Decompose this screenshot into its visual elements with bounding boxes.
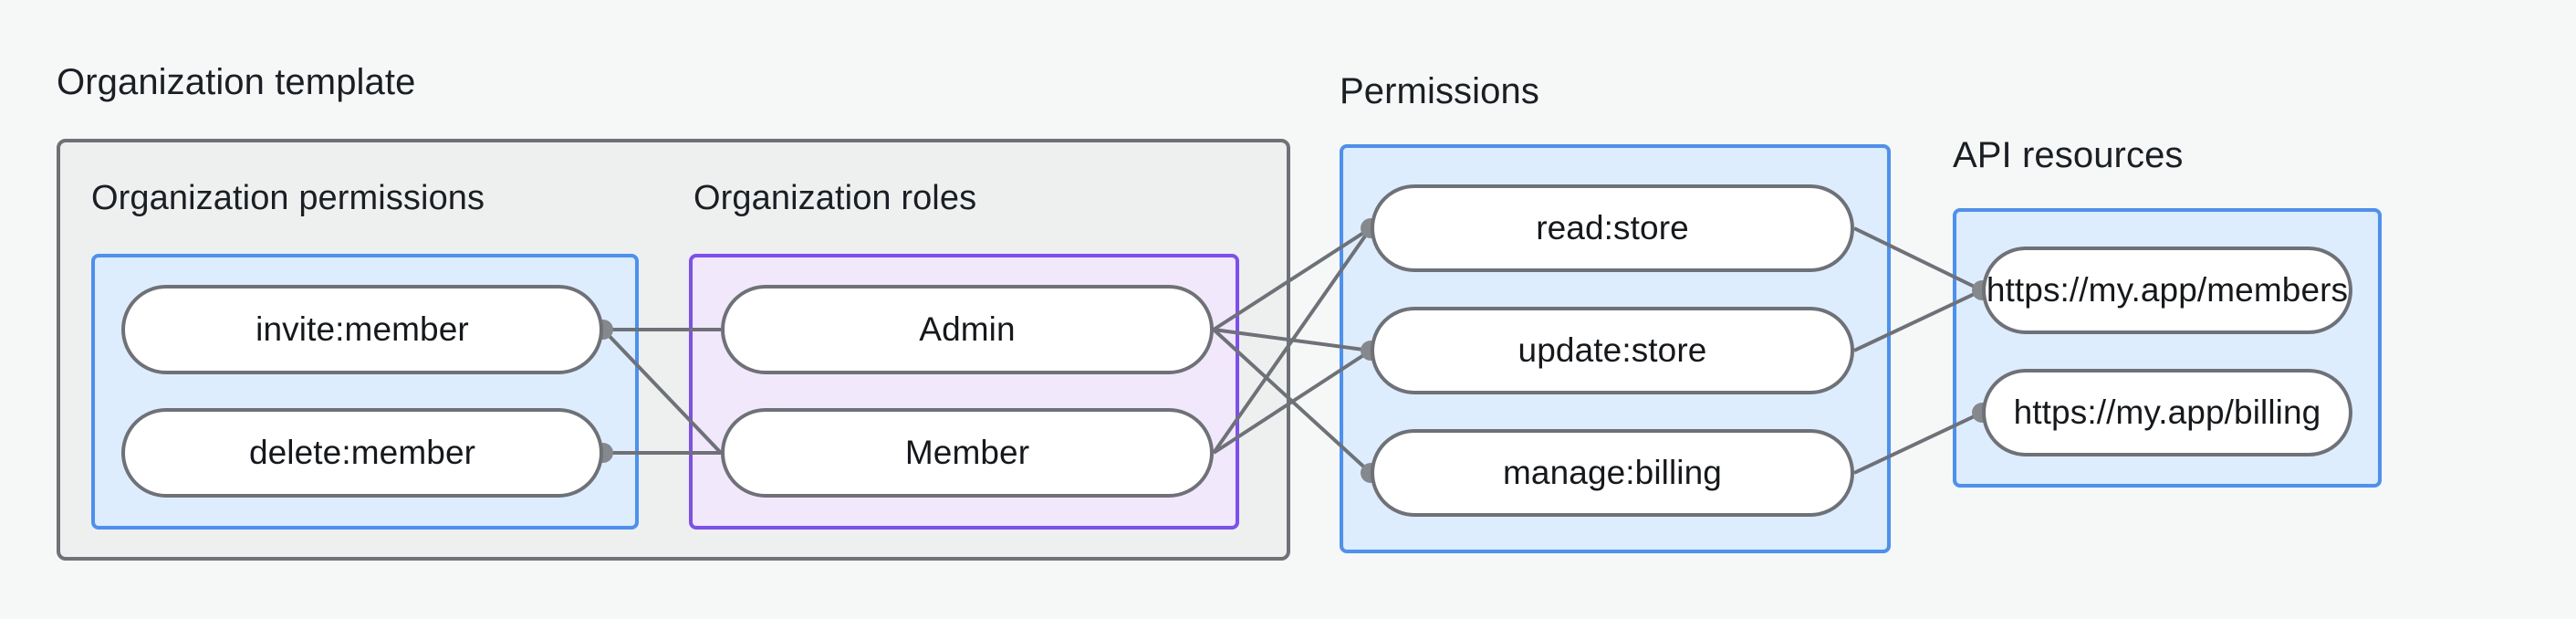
node-label: manage:billing — [1502, 454, 1722, 491]
label-api-resources: API resources — [1953, 135, 2184, 175]
node-label: Member — [904, 434, 1030, 471]
node-label: https://my.app/billing — [2013, 393, 2321, 431]
node-update-store[interactable]: update:store — [1371, 307, 1854, 394]
label-organization-template: Organization template — [57, 62, 416, 102]
node-label: Admin — [919, 310, 1016, 348]
node-label: invite:member — [256, 310, 469, 348]
node-read-store[interactable]: read:store — [1371, 184, 1854, 272]
node-label: update:store — [1517, 331, 1707, 369]
node-invite-member[interactable]: invite:member — [121, 285, 603, 374]
node-api-members[interactable]: https://my.app/members — [1982, 247, 2352, 334]
node-manage-billing[interactable]: manage:billing — [1371, 429, 1854, 517]
node-api-billing[interactable]: https://my.app/billing — [1982, 369, 2352, 456]
node-label: delete:member — [248, 434, 476, 471]
node-delete-member[interactable]: delete:member — [121, 408, 603, 498]
node-label: read:store — [1536, 209, 1689, 247]
node-role-admin[interactable]: Admin — [721, 285, 1214, 374]
label-organization-permissions: Organization permissions — [91, 179, 485, 217]
node-role-member[interactable]: Member — [721, 408, 1214, 498]
label-organization-roles: Organization roles — [694, 179, 977, 217]
label-permissions: Permissions — [1340, 71, 1539, 111]
node-label: https://my.app/members — [1986, 271, 2349, 309]
